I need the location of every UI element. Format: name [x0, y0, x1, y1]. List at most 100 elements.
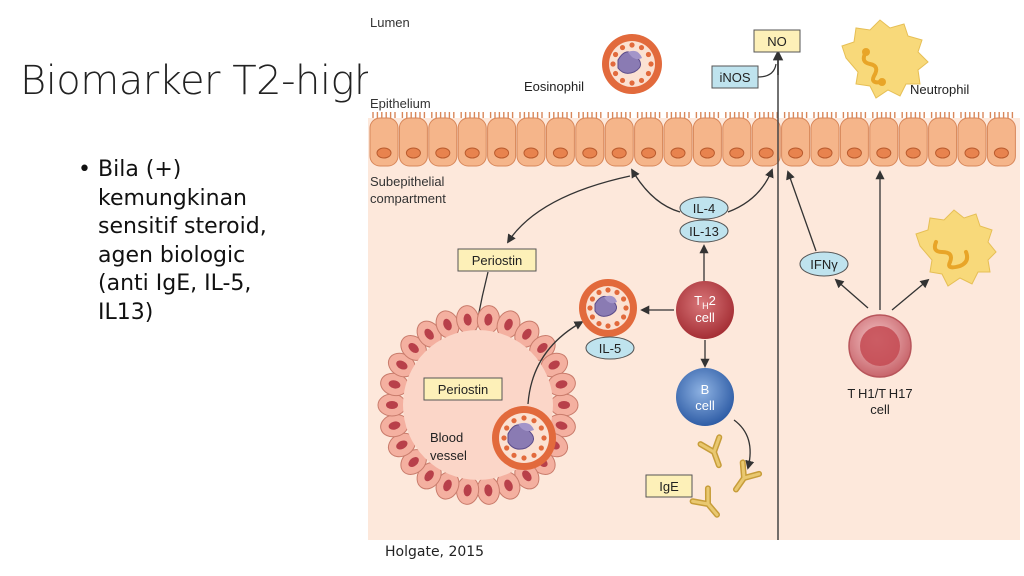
- eosinophil-granule: [589, 296, 596, 302]
- eosinophil-label: Eosinophil: [524, 79, 584, 94]
- epithelial-nucleus: [552, 147, 568, 159]
- inos-arrow: [757, 63, 777, 78]
- ifn-label: IFNγ: [810, 257, 838, 272]
- il-arrow-left: [631, 168, 681, 213]
- antibody-highlight: [691, 486, 719, 517]
- vessel-wall-nucleus: [558, 401, 570, 409]
- vessel-wall-nucleus: [504, 479, 513, 492]
- epithelium-label: Epithelium: [370, 96, 431, 111]
- eosinophil-granule: [511, 452, 517, 458]
- epithelial-nucleus: [876, 147, 892, 159]
- epithelial-cell: [428, 117, 458, 167]
- epithelial-nucleus: [523, 147, 539, 159]
- il-arrow-right: [727, 168, 774, 213]
- vessel-wall-nucleus: [408, 342, 419, 353]
- epithelial-cell: [751, 117, 781, 167]
- b-cell-label: cell: [695, 398, 715, 413]
- vessel-wall-nucleus: [463, 313, 472, 326]
- epithelial-cell: [457, 117, 487, 167]
- vessel-wall-nucleus: [443, 318, 452, 331]
- th2-cell-label: cell: [695, 310, 715, 325]
- vessel-wall-nucleus: [484, 313, 493, 326]
- periostin-vessel-label: Periostin: [438, 382, 489, 397]
- vessel-wall-nucleus: [443, 479, 452, 492]
- eosinophil-granule: [531, 418, 537, 424]
- epithelial-cell: [898, 117, 928, 167]
- il4-badge: [679, 196, 729, 220]
- eosinophil-granule: [612, 70, 619, 77]
- citation: Holgate, 2015: [385, 544, 485, 560]
- eosinophil-granules: [587, 287, 629, 329]
- epithelial-cell: [516, 117, 546, 167]
- vessel-wall-nucleus: [537, 342, 548, 353]
- ifn-to-epithelium-arrow: [786, 170, 817, 252]
- periostin-label: Periostin: [472, 253, 523, 268]
- ifn-badge: [799, 251, 849, 277]
- eosinophil-granule: [612, 51, 619, 58]
- eosinophil-granule: [614, 289, 620, 296]
- ige-label: IgE: [659, 479, 679, 494]
- th1-th17-label: T H1/T H17: [847, 386, 912, 401]
- eosinophil-granule: [596, 320, 602, 327]
- vessel-wall-nucleus: [388, 421, 401, 430]
- blood-vessel-label: vessel: [430, 448, 467, 463]
- bullet-line: agen biologic: [98, 242, 246, 268]
- il4-label: IL-4: [693, 201, 715, 216]
- vessel-to-eosinophil-arrow: [527, 321, 584, 405]
- epithelial-cell: [398, 117, 428, 167]
- subepithelial-label: compartment: [370, 191, 446, 206]
- neutrophil-label: Neutrophil: [910, 82, 969, 97]
- vessel-wall-nucleus: [522, 470, 532, 482]
- eosinophil-lumen: [602, 34, 662, 94]
- epithelial-nucleus: [699, 147, 715, 159]
- periostin-box: [457, 248, 537, 272]
- eosinophil-granule: [648, 61, 654, 67]
- epithelial-nucleus: [993, 147, 1009, 159]
- eosinophil-granule: [596, 289, 602, 296]
- bullet-text: Bila (+) kemungkinan sensitif steroid, a…: [98, 156, 318, 327]
- periostin-vessel-box: [423, 377, 503, 401]
- th1-th17-nucleus: [860, 326, 900, 366]
- lumen-label: Lumen: [370, 15, 410, 30]
- epithelial-cell: [369, 117, 399, 167]
- epithelial-cell: [986, 117, 1016, 167]
- il13-badge: [679, 219, 729, 243]
- eosinophil-granule: [623, 305, 629, 311]
- ige-antibodies: [689, 434, 763, 518]
- epithelial-cell: [869, 117, 899, 167]
- antibody-highlight: [698, 435, 721, 467]
- eosinophil-granule: [620, 314, 627, 320]
- eosinophil-granule: [610, 61, 616, 67]
- il13-label: IL-13: [689, 224, 719, 239]
- b-cell-letter: B: [701, 382, 710, 397]
- antibody-icon: [697, 434, 723, 469]
- vessel-wall-nucleus: [386, 401, 398, 409]
- eosinophil-granule: [521, 455, 527, 461]
- epithelial-cell: [575, 117, 605, 167]
- il5-badge: [585, 336, 635, 360]
- eosinophil-granule: [638, 77, 645, 84]
- eosinophil-granule: [521, 415, 527, 421]
- epithelial-cell: [781, 117, 811, 167]
- epithelial-cell: [722, 117, 752, 167]
- eosinophil-granule: [645, 51, 652, 58]
- th2-label: TH2: [694, 293, 716, 311]
- eosinophil-granule: [587, 305, 593, 311]
- epithelial-nucleus: [494, 147, 510, 159]
- epithelial-cell: [663, 117, 693, 167]
- neutrophil-lumen: [841, 19, 929, 99]
- epithelial-cell: [957, 117, 987, 167]
- bullet-dot: •: [78, 157, 91, 182]
- epithelial-nucleus: [729, 147, 745, 159]
- eosinophil-granule: [619, 77, 626, 84]
- eosinophil-vessel: [492, 406, 556, 470]
- vessel-wall-nucleus: [396, 440, 408, 450]
- bullet-line: kemungkinan: [98, 185, 247, 211]
- epithelial-nucleus: [788, 147, 804, 159]
- epithelial-nucleus: [464, 147, 480, 159]
- eosinophil-granule: [638, 44, 645, 51]
- vessel-wall-nucleus: [408, 457, 419, 468]
- epithelial-nucleus: [641, 147, 657, 159]
- epithelial-nucleus: [582, 147, 598, 159]
- antibody-highlight: [734, 460, 761, 491]
